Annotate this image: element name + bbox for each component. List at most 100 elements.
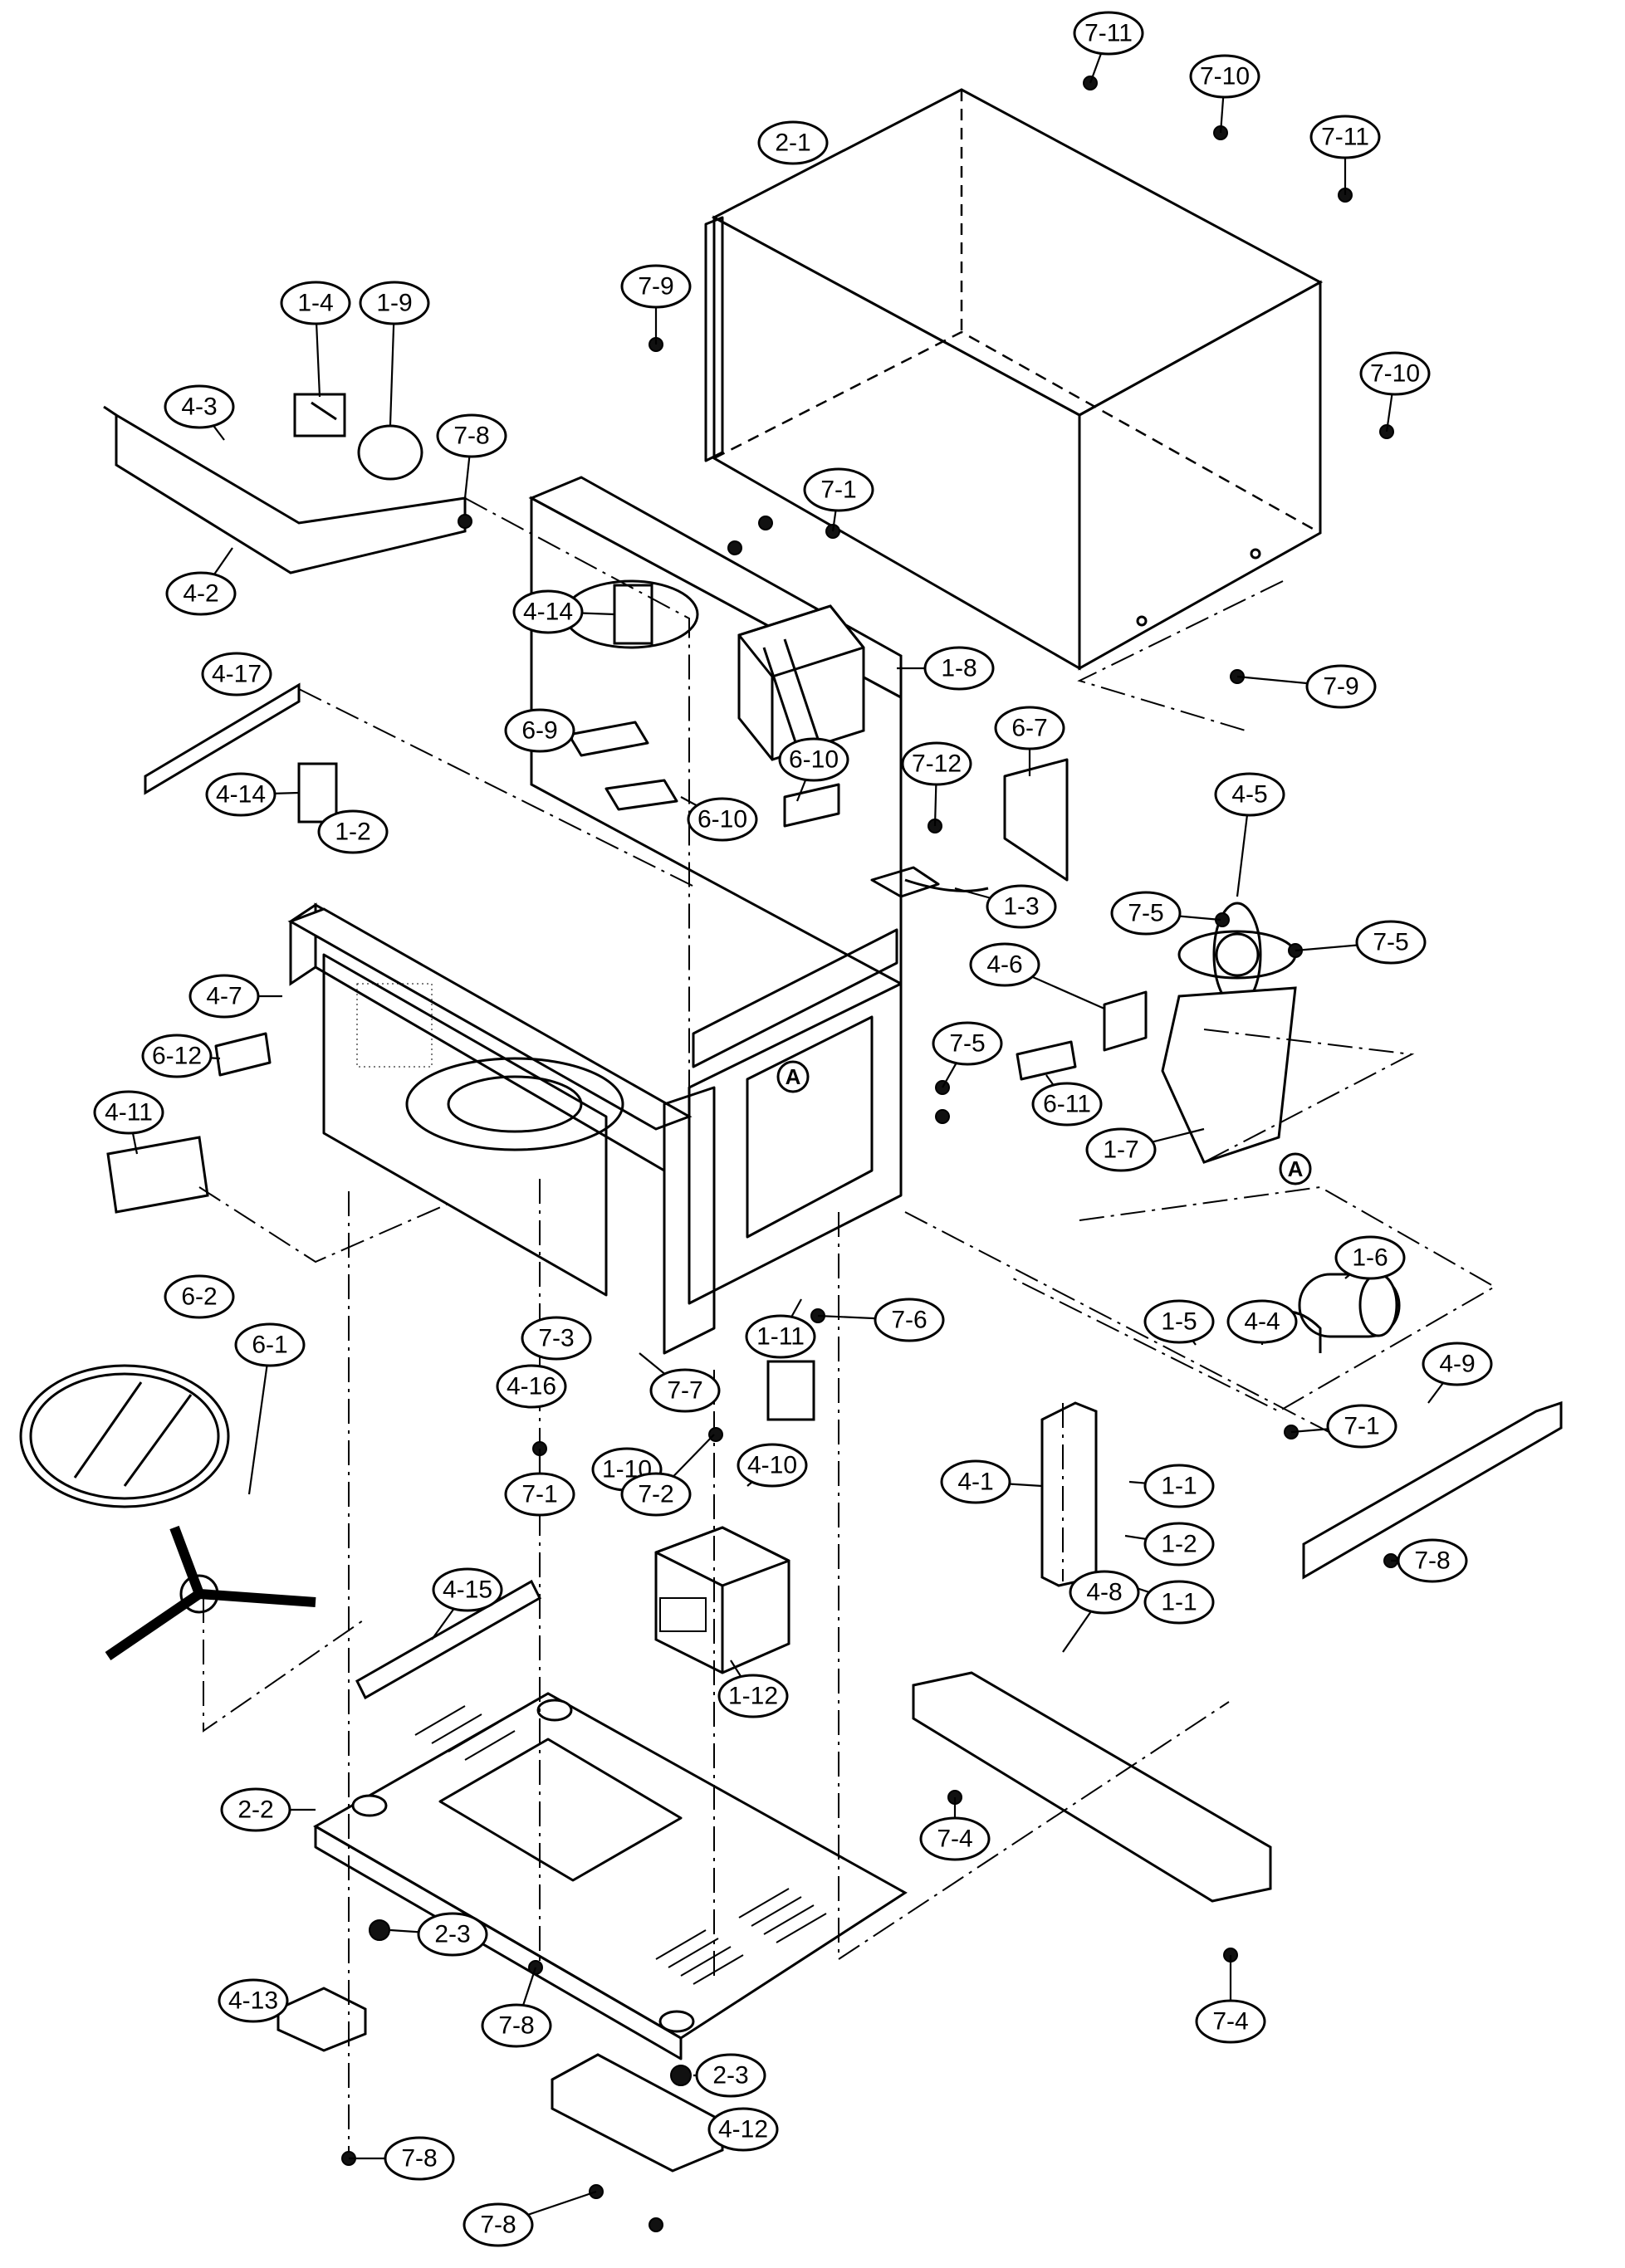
callout-4-2: 4-2 <box>165 571 237 616</box>
callout-label: 4-16 <box>507 1373 556 1400</box>
base-plate <box>312 1692 908 2060</box>
callout-7-1: 7-1 <box>803 467 874 512</box>
callout-label: 6-9 <box>521 717 557 745</box>
callout-label: 4-3 <box>181 393 217 421</box>
callout-label: 1-1 <box>1161 1473 1197 1500</box>
callout-label: 4-9 <box>1439 1351 1475 1378</box>
oven-cavity <box>287 476 903 1355</box>
callout-label: 7-5 <box>1373 929 1408 956</box>
callout-7-1: 7-1 <box>504 1472 575 1517</box>
lamp-bulb-icon <box>293 393 423 481</box>
label-6-12 <box>214 1032 272 1077</box>
leader-line <box>247 1344 272 1495</box>
callout-label: 1-5 <box>1161 1308 1197 1336</box>
callout-label: 6-10 <box>789 746 839 774</box>
callout-label: 4-10 <box>747 1452 797 1479</box>
turntable-support-icon <box>105 1525 316 1660</box>
callout-label: 1-9 <box>376 290 412 317</box>
callout-1-3: 1-3 <box>986 884 1057 929</box>
callout-2-3: 2-3 <box>417 1912 488 1957</box>
callout-1-7: 1-7 <box>1085 1127 1157 1172</box>
callout-7-4: 7-4 <box>919 1816 991 1861</box>
callout-label: 4-17 <box>212 661 262 688</box>
callout-label: 4-11 <box>105 1099 153 1127</box>
callout-4-10: 4-10 <box>737 1443 808 1488</box>
magnetron-icon <box>737 604 865 761</box>
callout-1-2: 1-2 <box>317 809 389 854</box>
callout-7-11: 7-11 <box>1309 115 1381 159</box>
pad-4-10 <box>766 1360 815 1421</box>
callout-label: 7-4 <box>937 1826 972 1853</box>
callout-label: 1-11 <box>756 1323 805 1351</box>
callout-7-8: 7-8 <box>436 413 507 458</box>
callout-label: 7-2 <box>638 1481 673 1508</box>
callout-7-5: 7-5 <box>932 1021 1003 1066</box>
callout-7-5: 7-5 <box>1355 920 1427 965</box>
callout-4-1: 4-1 <box>940 1459 1011 1504</box>
svg-text:A: A <box>786 1064 801 1089</box>
callout-4-13: 4-13 <box>218 1978 289 2023</box>
callout-7-12: 7-12 <box>901 741 972 786</box>
callout-label: 1-12 <box>728 1683 778 1710</box>
callout-label: 1-8 <box>941 655 976 682</box>
label-6-10-b <box>783 783 840 828</box>
callout-7-8: 7-8 <box>463 2202 534 2247</box>
callout-4-7: 4-7 <box>188 974 260 1019</box>
callout-label: 6-1 <box>252 1332 287 1359</box>
callout-4-3: 4-3 <box>164 384 235 429</box>
callout-4-6: 4-6 <box>969 942 1040 987</box>
callout-label: 7-8 <box>1414 1547 1450 1575</box>
callout-7-3: 7-3 <box>521 1316 592 1361</box>
callout-6-1: 6-1 <box>234 1322 306 1367</box>
bracket-4-12 <box>551 2053 724 2173</box>
callout-label: 1-2 <box>335 819 370 846</box>
callout-label: 2-3 <box>434 1921 470 1948</box>
label-6-7 <box>1003 758 1069 882</box>
callout-label: 7-8 <box>401 2145 437 2173</box>
callout-6-7: 6-7 <box>994 706 1065 750</box>
callout-label: 4-7 <box>206 983 242 1010</box>
callout-1-2: 1-2 <box>1143 1522 1215 1567</box>
callout-label: 4-1 <box>957 1469 993 1496</box>
callout-6-9: 6-9 <box>504 708 575 753</box>
callout-label: 6-11 <box>1043 1091 1091 1118</box>
pad-4-14-top <box>613 584 653 645</box>
callout-label: 7-9 <box>638 273 673 301</box>
callout-label: 7-1 <box>820 477 856 504</box>
callout-2-1: 2-1 <box>757 120 829 165</box>
power-plug <box>870 866 989 898</box>
callout-6-10: 6-10 <box>687 797 758 842</box>
callout-label: 6-12 <box>152 1043 202 1070</box>
callout-label: 1-3 <box>1003 893 1039 921</box>
bracket-4-8 <box>912 1671 1272 1903</box>
callout-label: 4-15 <box>443 1576 492 1604</box>
callout-label: 2-2 <box>237 1796 273 1824</box>
callout-7-2: 7-2 <box>620 1472 692 1517</box>
callout-label: 7-11 <box>1084 20 1133 47</box>
turntable-glass-icon <box>19 1364 230 1508</box>
callout-4-14: 4-14 <box>205 772 277 817</box>
callout-label: 4-12 <box>718 2116 768 2143</box>
callout-1-1: 1-1 <box>1143 1464 1215 1508</box>
callout-1-9: 1-9 <box>359 281 430 325</box>
callout-1-5: 1-5 <box>1143 1299 1215 1344</box>
callout-label: 6-10 <box>697 806 747 833</box>
callout-7-9: 7-9 <box>620 264 692 309</box>
callout-label: 7-5 <box>949 1030 985 1058</box>
callout-label: 4-14 <box>216 781 266 809</box>
callout-label: 4-13 <box>228 1987 278 2015</box>
callout-label: 1-6 <box>1352 1244 1388 1272</box>
assembly-lines <box>198 497 1497 2158</box>
callout-4-16: 4-16 <box>496 1364 567 1409</box>
callout-1-1: 1-1 <box>1143 1580 1215 1625</box>
callout-4-14: 4-14 <box>512 589 584 634</box>
callout-label: 6-7 <box>1011 715 1047 742</box>
callout-1-11: 1-11 <box>745 1314 816 1359</box>
callout-label: 6-2 <box>181 1283 217 1311</box>
callout-label: 7-5 <box>1128 900 1163 927</box>
callout-4-15: 4-15 <box>432 1567 503 1612</box>
callout-4-17: 4-17 <box>201 652 272 697</box>
rail-4-17 <box>144 682 301 795</box>
